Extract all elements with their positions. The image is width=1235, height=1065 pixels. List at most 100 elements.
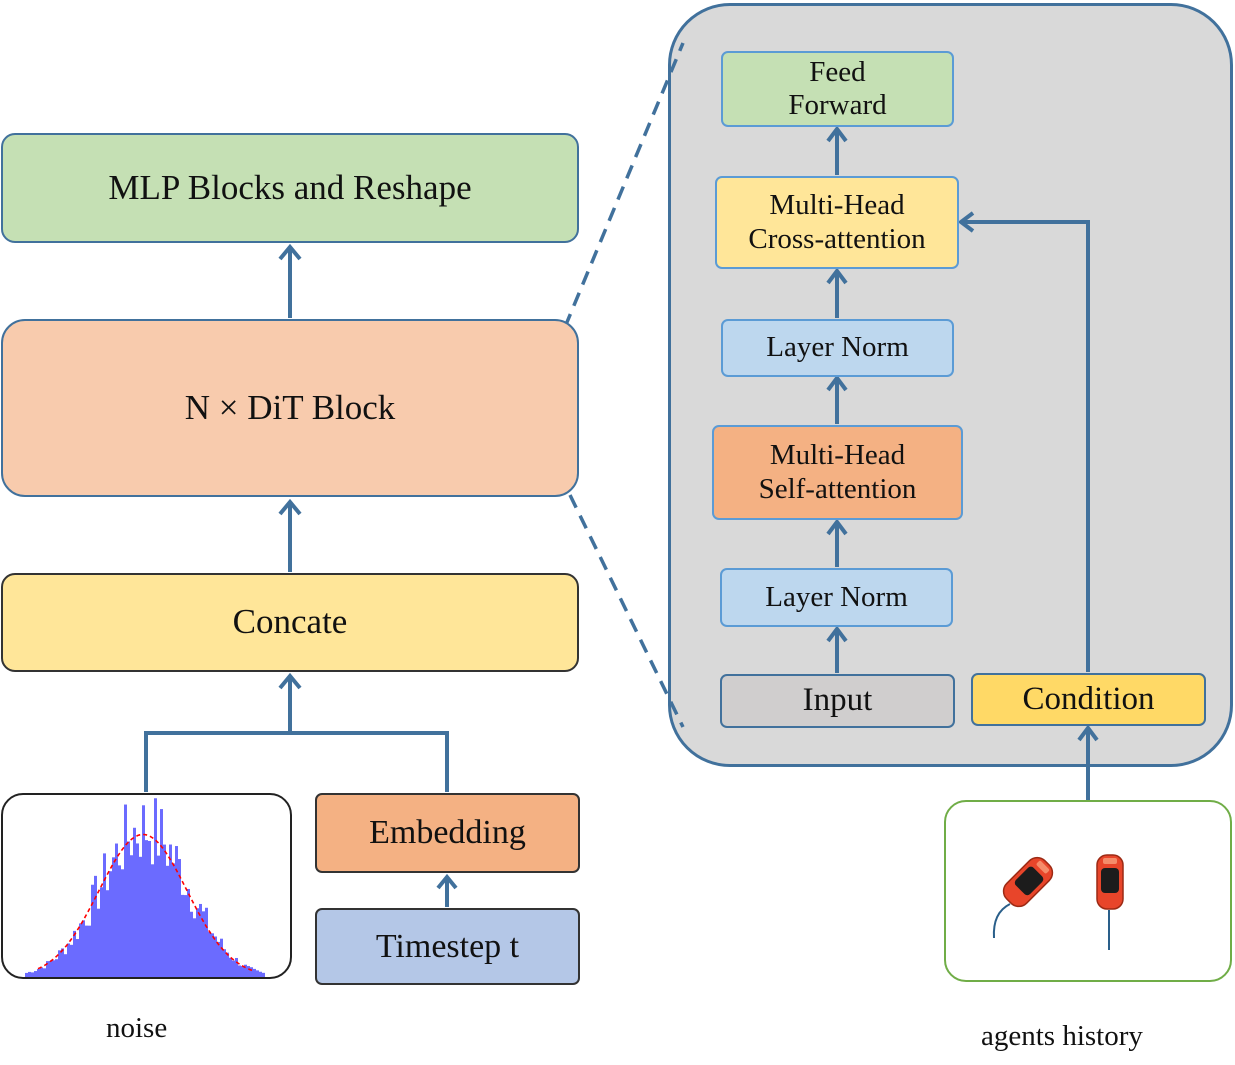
histogram-bar — [115, 843, 118, 977]
noise-histogram-chart — [25, 798, 265, 977]
histogram-bar — [226, 952, 229, 977]
histogram-bar — [43, 968, 46, 977]
self-attention-box: Multi-Head Self-attention — [712, 425, 963, 520]
histogram-bar — [52, 960, 55, 977]
agent-car-2 — [1096, 854, 1124, 910]
agent-1-trajectory — [992, 903, 1011, 939]
histogram-bar — [205, 907, 208, 977]
histogram-bar — [34, 971, 37, 977]
histogram-bar — [217, 941, 220, 977]
self-attention-label: Multi-Head Self-attention — [758, 439, 917, 505]
histogram-bar — [220, 938, 223, 977]
histogram-bar — [64, 954, 67, 977]
histogram-bar — [133, 827, 136, 977]
histogram-bar — [91, 884, 94, 977]
histogram-bar — [112, 857, 115, 977]
histogram-bar — [232, 960, 235, 977]
histogram-bar — [139, 856, 142, 977]
histogram-bar — [145, 840, 148, 977]
histogram-bar — [79, 923, 82, 977]
histogram-bar — [31, 972, 34, 977]
histogram-bar — [97, 908, 100, 977]
layer-norm-bottom-label: Layer Norm — [765, 580, 908, 613]
histogram-bar — [88, 925, 91, 977]
histogram-bar — [142, 805, 145, 977]
histogram-bar — [130, 855, 133, 977]
histogram-bar — [28, 971, 31, 977]
histogram-bar — [196, 908, 199, 977]
histogram-bar — [94, 875, 97, 977]
histogram-bar — [214, 936, 217, 977]
histogram-bar — [58, 950, 61, 977]
feed-forward-box: Feed Forward — [721, 51, 954, 127]
histogram-bar — [109, 871, 112, 977]
histogram-bar — [73, 930, 76, 977]
concat-label: Concate — [232, 602, 348, 642]
histogram-bar — [235, 957, 238, 977]
agents-illustration — [992, 854, 1124, 950]
cross-attention-box: Multi-Head Cross-attention — [715, 176, 959, 269]
histogram-bar — [46, 961, 49, 977]
histogram-bar — [193, 918, 196, 977]
histogram-bar — [163, 844, 166, 977]
feed-forward-label: Feed Forward — [788, 55, 887, 121]
histogram-bar — [103, 853, 106, 977]
timestep-box: Timestep t — [315, 908, 580, 985]
histogram-bar — [55, 959, 58, 977]
histogram-bar — [199, 903, 202, 977]
mlp-blocks-label: MLP Blocks and Reshape — [108, 167, 472, 207]
histogram-bar — [76, 939, 79, 977]
histogram-bar — [124, 804, 127, 977]
histogram-bar — [61, 948, 64, 977]
input-label: Input — [802, 682, 873, 719]
histogram-bar — [154, 798, 157, 977]
histogram-bar — [238, 965, 241, 977]
agent-car-1 — [1002, 856, 1054, 908]
agents-history-box — [944, 800, 1232, 982]
histogram-bar — [187, 888, 190, 977]
histogram-bar — [118, 865, 121, 977]
histogram-bar — [151, 864, 154, 977]
embedding-label: Embedding — [369, 814, 526, 852]
histogram-bar — [49, 961, 52, 977]
input-box: Input — [720, 674, 955, 728]
histogram-bar — [178, 859, 181, 977]
histogram-bar — [244, 964, 247, 977]
histogram-bar — [40, 967, 43, 977]
histogram-bar — [148, 841, 151, 977]
histogram-bar — [262, 972, 265, 977]
histogram-bar — [136, 843, 139, 977]
histogram-bar — [160, 809, 163, 977]
histogram-bar — [121, 869, 124, 977]
layer-norm-top-label: Layer Norm — [766, 331, 909, 364]
histogram-bar — [106, 890, 109, 977]
histogram-bar — [211, 933, 214, 977]
noise-histogram-box — [1, 793, 292, 979]
merge-branch — [144, 731, 449, 792]
arrow-condition-to-crossattn — [961, 220, 1090, 672]
histogram-bar — [241, 966, 244, 977]
histogram-bar — [256, 970, 259, 977]
histogram-bar — [208, 931, 211, 977]
cross-attention-label: Multi-Head Cross-attention — [748, 189, 926, 255]
mlp-blocks-box: MLP Blocks and Reshape — [1, 133, 579, 243]
histogram-bar — [184, 895, 187, 977]
histogram-bar — [37, 969, 40, 977]
layer-norm-top-box: Layer Norm — [721, 319, 954, 377]
histogram-bar — [190, 911, 193, 977]
histogram-bar — [157, 855, 160, 977]
histogram-bar — [166, 865, 169, 977]
histogram-bar — [247, 966, 250, 977]
histogram-bar — [175, 846, 178, 977]
histogram-bar — [100, 887, 103, 977]
noise-caption: noise — [106, 1012, 168, 1044]
timestep-label: Timestep t — [375, 927, 520, 965]
gaussian-curve — [37, 833, 253, 972]
histogram-bar — [172, 863, 175, 977]
histogram-bar — [70, 944, 73, 977]
agents-history-caption: agents history — [981, 1020, 1143, 1052]
histogram-bar — [82, 920, 85, 977]
dit-block-label: N × DiT Block — [184, 387, 396, 427]
